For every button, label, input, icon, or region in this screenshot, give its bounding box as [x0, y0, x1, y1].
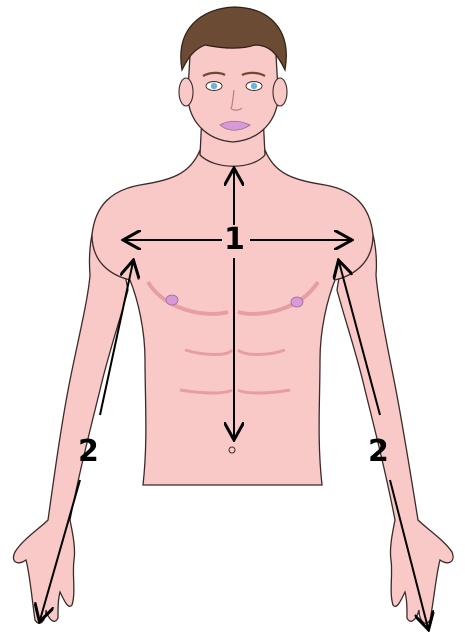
right-nipple — [291, 297, 303, 307]
left-nipple — [166, 295, 178, 305]
label-1: 1 — [224, 225, 245, 255]
label-2-left: 2 — [78, 437, 99, 467]
left-iris — [211, 83, 217, 89]
right-ear — [273, 78, 287, 106]
label-2-right: 2 — [368, 437, 389, 467]
right-iris — [251, 83, 257, 89]
torso — [92, 150, 373, 485]
left-ear — [179, 78, 193, 106]
